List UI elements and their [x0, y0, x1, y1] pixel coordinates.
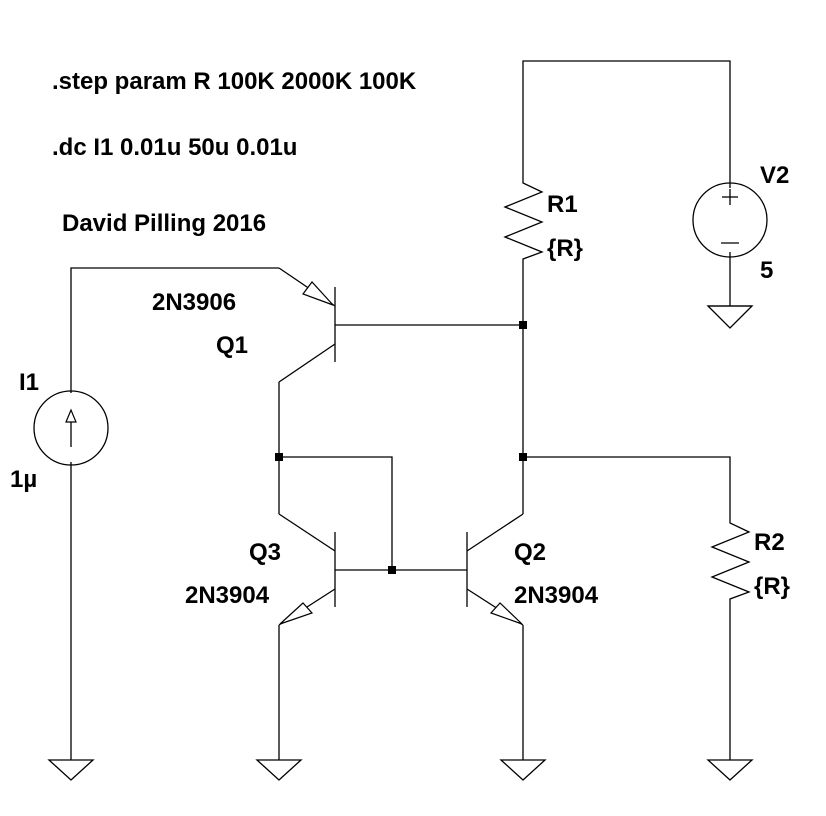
q3-emitter-arrow-icon: [279, 602, 314, 625]
ground-icon: [255, 759, 303, 781]
r2-zigzag-icon: [710, 520, 751, 600]
q1-emitter-arrow-icon: [302, 281, 334, 306]
author-comment[interactable]: David Pilling 2016: [62, 210, 266, 237]
r2-value-label: {R}: [754, 573, 790, 600]
junction-base: [388, 566, 396, 574]
ground-icon: [499, 759, 547, 781]
v2-value-label: 5: [760, 257, 773, 284]
q1-collector-leg: [278, 343, 336, 383]
ground-i1: [47, 759, 95, 781]
voltage-source-v2[interactable]: V2 5: [692, 162, 789, 284]
i1-arrow-up-icon: [65, 408, 77, 423]
r2-name-label: R2: [754, 529, 785, 556]
q3-name-label: Q3: [249, 539, 281, 566]
i1-name-label: I1: [19, 369, 39, 396]
transistor-q1[interactable]: 2N3906 Q1: [152, 267, 336, 383]
wire-q3-diode[interactable]: [279, 456, 393, 570]
q1-name-label: Q1: [216, 332, 248, 359]
ground-icon: [706, 305, 754, 329]
q2-emitter-arrow-icon: [489, 602, 523, 625]
wire-top-supply[interactable]: [522, 60, 731, 188]
v2-name-label: V2: [760, 162, 789, 189]
r1-value-label: {R}: [547, 235, 583, 262]
dc-directive[interactable]: .dc I1 0.01u 50u 0.01u: [52, 134, 297, 161]
transistor-q3[interactable]: Q3 2N3904: [185, 513, 336, 626]
ground-r2: [706, 759, 754, 781]
v2-circle-icon: [692, 182, 768, 258]
q3-collector-leg: [278, 513, 336, 552]
r1-name-label: R1: [547, 191, 578, 218]
q2-name-label: Q2: [514, 539, 546, 566]
resistor-r1[interactable]: R1 {R}: [503, 180, 583, 262]
ground-icon: [47, 759, 95, 781]
wire-output-r2[interactable]: [523, 456, 731, 520]
i1-circle-icon: [33, 390, 109, 466]
q1-model-label: 2N3906: [152, 289, 236, 316]
r1-zigzag-icon: [503, 180, 544, 260]
i1-value-label: 1µ: [10, 466, 37, 493]
step-directive[interactable]: .step param R 100K 2000K 100K: [52, 68, 417, 95]
junction-q1-base: [519, 321, 527, 329]
q2-model-label: 2N3904: [514, 582, 599, 609]
ground-q3: [255, 759, 303, 781]
transistor-q2[interactable]: Q2 2N3904: [466, 513, 599, 626]
current-source-i1[interactable]: I1 1µ: [10, 369, 109, 493]
junction-output: [519, 453, 527, 461]
wire-i1-q1-emitter[interactable]: [70, 267, 279, 393]
junction-q3-collector: [275, 453, 283, 461]
q2-collector-leg: [466, 513, 524, 552]
ground-v2: [706, 305, 754, 329]
wires: [70, 60, 731, 760]
ground-icon: [706, 759, 754, 781]
resistor-r2[interactable]: R2 {R}: [710, 520, 790, 600]
q3-model-label: 2N3904: [185, 582, 270, 609]
ground-q2: [499, 759, 547, 781]
